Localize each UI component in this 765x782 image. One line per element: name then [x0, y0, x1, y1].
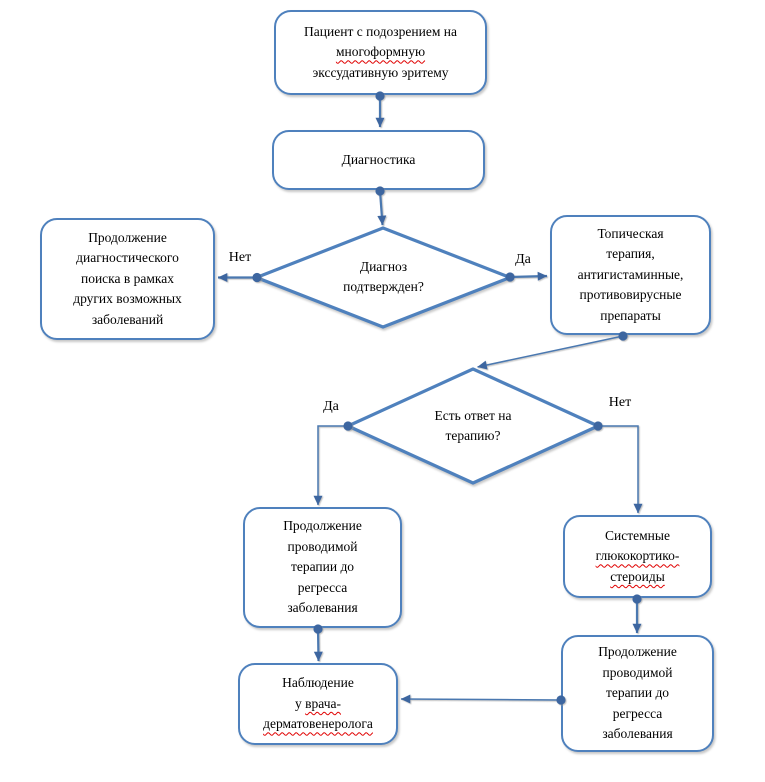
node-text-line: терапии до — [290, 559, 355, 575]
node-topical-therapy: Топическая терапия, антигистаминные, про… — [550, 215, 711, 335]
node-text-line: Продолжение — [283, 518, 362, 534]
node-text-line: заболевания — [602, 726, 673, 742]
node-text-line: диагностического — [76, 250, 179, 266]
node-continue-diagnostic-search: Продолжение диагностического поиска в ра… — [40, 218, 215, 340]
node-text-line: Пациент с подозрением на — [304, 23, 457, 39]
edge-label-no-response: Нет — [608, 395, 632, 410]
node-text-line: терапии до — [605, 685, 670, 701]
node-text-line-misspelled: многоформную — [335, 44, 426, 60]
node-text-line: поиска в рамках — [80, 270, 175, 286]
edge-label-no-diagnosis: Нет — [228, 250, 252, 265]
node-diagnostics: Диагностика — [272, 130, 485, 190]
node-text-line: терапия, — [606, 246, 655, 262]
diamond-therapy-response — [346, 367, 600, 485]
node-text-line: у врача- — [295, 694, 341, 715]
node-dermatovenerologist-observation: Наблюдение у врача- дерматовенеролога — [238, 663, 398, 745]
node-continue-therapy-left: Продолжение проводимой терапии до регрес… — [243, 507, 402, 628]
node-text-line: Наблюдение — [282, 675, 354, 691]
node-text-line-misspelled: стероиды — [610, 568, 665, 584]
node-text-line: препараты — [600, 307, 661, 323]
node-text-line: антигистаминные, — [577, 266, 684, 282]
node-text-line: проводимой — [602, 664, 673, 680]
node-text-line-misspelled: глюкокортико- — [595, 548, 680, 564]
node-systemic-glucocorticosteroids: Системные глюкокортико- стероиды — [563, 515, 712, 598]
diamond-diagnosis-confirmed-label: Диагноз подтвержден? — [303, 252, 464, 302]
node-text-line: Системные — [605, 527, 670, 543]
node-text-line: Продолжение — [88, 229, 167, 245]
node-text-line: терапию? — [445, 428, 501, 443]
node-text-line: Есть ответ на — [434, 407, 512, 423]
node-text-line: Продолжение — [598, 644, 677, 660]
edge-label-yes-diagnosis: Да — [515, 252, 531, 267]
node-text-line: Топическая — [597, 225, 664, 241]
node-text-line: Диагноз — [359, 258, 408, 274]
node-text-line: экссудативную эритему — [312, 64, 449, 80]
edge-label-yes-response: Да — [323, 399, 339, 414]
diamond-therapy-response-label: Есть ответ на терапию? — [393, 401, 553, 451]
node-text-line-misspelled: дерматовенеролога — [263, 716, 373, 732]
node-text-line: других возможных — [73, 291, 182, 307]
node-text-line: заболевания — [287, 600, 358, 616]
node-text-line: проводимой — [287, 538, 358, 554]
node-text-line: заболеваний — [91, 311, 164, 327]
node-text-line: подтвержден? — [343, 279, 424, 294]
diamond-diagnosis-confirmed — [254, 226, 512, 329]
node-continue-therapy-right: Продолжение проводимой терапии до регрес… — [561, 635, 714, 752]
node-text-line: противовирусные — [579, 287, 682, 303]
node-text-segment: у — [295, 695, 302, 711]
node-text-line: регресса — [612, 705, 663, 721]
node-text-segment-misspelled: врача- — [305, 695, 341, 711]
node-text-line: Диагностика — [341, 151, 416, 167]
node-text-line: регресса — [297, 579, 348, 595]
node-patient: Пациент с подозрением на многоформную эк… — [274, 10, 487, 95]
